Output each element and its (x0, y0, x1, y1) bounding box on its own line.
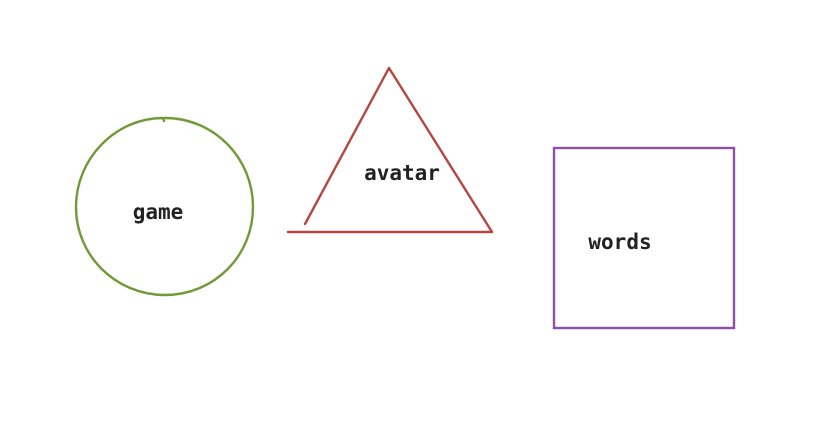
square-shape-group[interactable]: words (552, 146, 736, 330)
circle-label: game (133, 200, 184, 224)
circle-shape[interactable] (74, 116, 255, 297)
triangle-shape[interactable] (286, 66, 494, 234)
triangle-label: avatar (364, 161, 440, 185)
triangle-shape-group[interactable]: avatar (286, 66, 494, 234)
square-shape[interactable] (552, 146, 736, 330)
square-label: words (588, 230, 651, 254)
circle-shape-group[interactable]: game (74, 116, 255, 297)
